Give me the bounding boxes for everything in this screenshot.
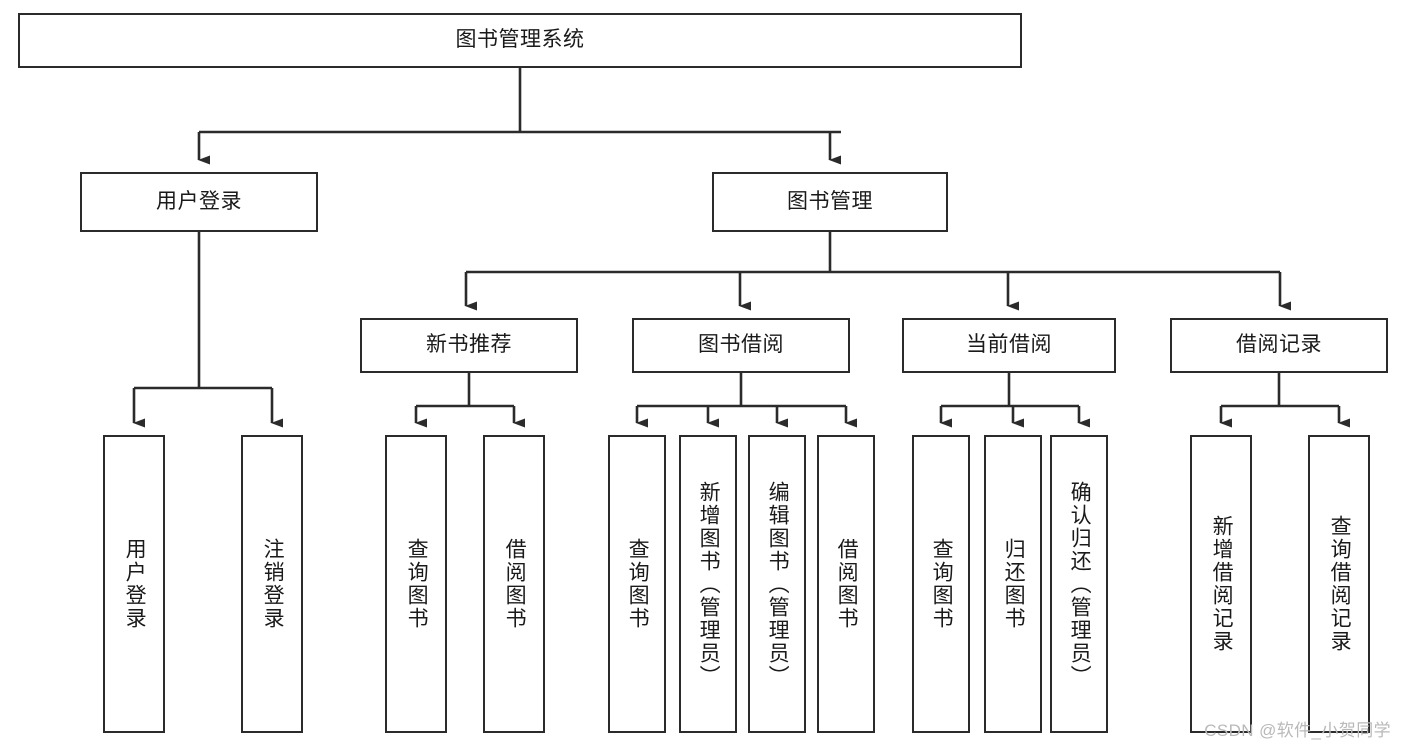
node-borrow-record[interactable]: 借阅记录	[1170, 318, 1388, 373]
node-leaf-query-book-2-label: 查询图书	[626, 538, 650, 630]
node-book-borrow[interactable]: 图书借阅	[632, 318, 850, 373]
node-leaf-query-book-1[interactable]: 查询图书	[385, 435, 447, 733]
node-leaf-user-login[interactable]: 用户登录	[103, 435, 165, 733]
node-leaf-borrow-book-2-label: 借阅图书	[835, 538, 859, 630]
node-leaf-edit-book[interactable]: 编辑图书（管理员）	[748, 435, 806, 733]
node-leaf-query-book-3[interactable]: 查询图书	[912, 435, 970, 733]
node-user-login-label: 用户登录	[156, 189, 242, 213]
node-book-manage[interactable]: 图书管理	[712, 172, 948, 232]
node-leaf-return-book-label: 归还图书	[1002, 538, 1026, 630]
node-leaf-borrow-book-2[interactable]: 借阅图书	[817, 435, 875, 733]
node-leaf-user-logout[interactable]: 注销登录	[241, 435, 303, 733]
node-leaf-return-book[interactable]: 归还图书	[984, 435, 1042, 733]
node-root[interactable]: 图书管理系统	[18, 13, 1022, 68]
node-book-borrow-label: 图书借阅	[698, 333, 784, 357]
node-leaf-edit-book-label: 编辑图书（管理员）	[766, 480, 790, 688]
node-new-book-recommend-label: 新书推荐	[426, 333, 512, 357]
node-leaf-add-record[interactable]: 新增借阅记录	[1190, 435, 1252, 733]
node-leaf-add-book-label: 新增图书（管理员）	[697, 480, 721, 688]
csdn-watermark: CSDN @软件_小贺同学	[1204, 721, 1391, 740]
node-leaf-confirm-return-label: 确认归还（管理员）	[1068, 480, 1092, 688]
node-current-borrow-label: 当前借阅	[966, 333, 1052, 357]
node-leaf-query-book-3-label: 查询图书	[930, 538, 954, 630]
node-new-book-recommend[interactable]: 新书推荐	[360, 318, 578, 373]
node-leaf-user-login-label: 用户登录	[123, 538, 147, 630]
node-leaf-user-logout-label: 注销登录	[261, 538, 285, 630]
node-current-borrow[interactable]: 当前借阅	[902, 318, 1116, 373]
node-leaf-add-book[interactable]: 新增图书（管理员）	[679, 435, 737, 733]
node-leaf-query-book-2[interactable]: 查询图书	[608, 435, 666, 733]
node-leaf-query-record-label: 查询借阅记录	[1328, 515, 1352, 653]
node-root-label: 图书管理系统	[455, 28, 585, 52]
node-borrow-record-label: 借阅记录	[1236, 333, 1322, 357]
node-book-manage-label: 图书管理	[787, 189, 873, 213]
node-leaf-add-record-label: 新增借阅记录	[1210, 515, 1234, 653]
node-user-login[interactable]: 用户登录	[80, 172, 318, 232]
node-leaf-query-book-1-label: 查询图书	[405, 538, 429, 630]
node-leaf-query-record[interactable]: 查询借阅记录	[1308, 435, 1370, 733]
node-leaf-confirm-return[interactable]: 确认归还（管理员）	[1050, 435, 1108, 733]
node-leaf-borrow-book-1[interactable]: 借阅图书	[483, 435, 545, 733]
node-leaf-borrow-book-1-label: 借阅图书	[503, 538, 527, 630]
